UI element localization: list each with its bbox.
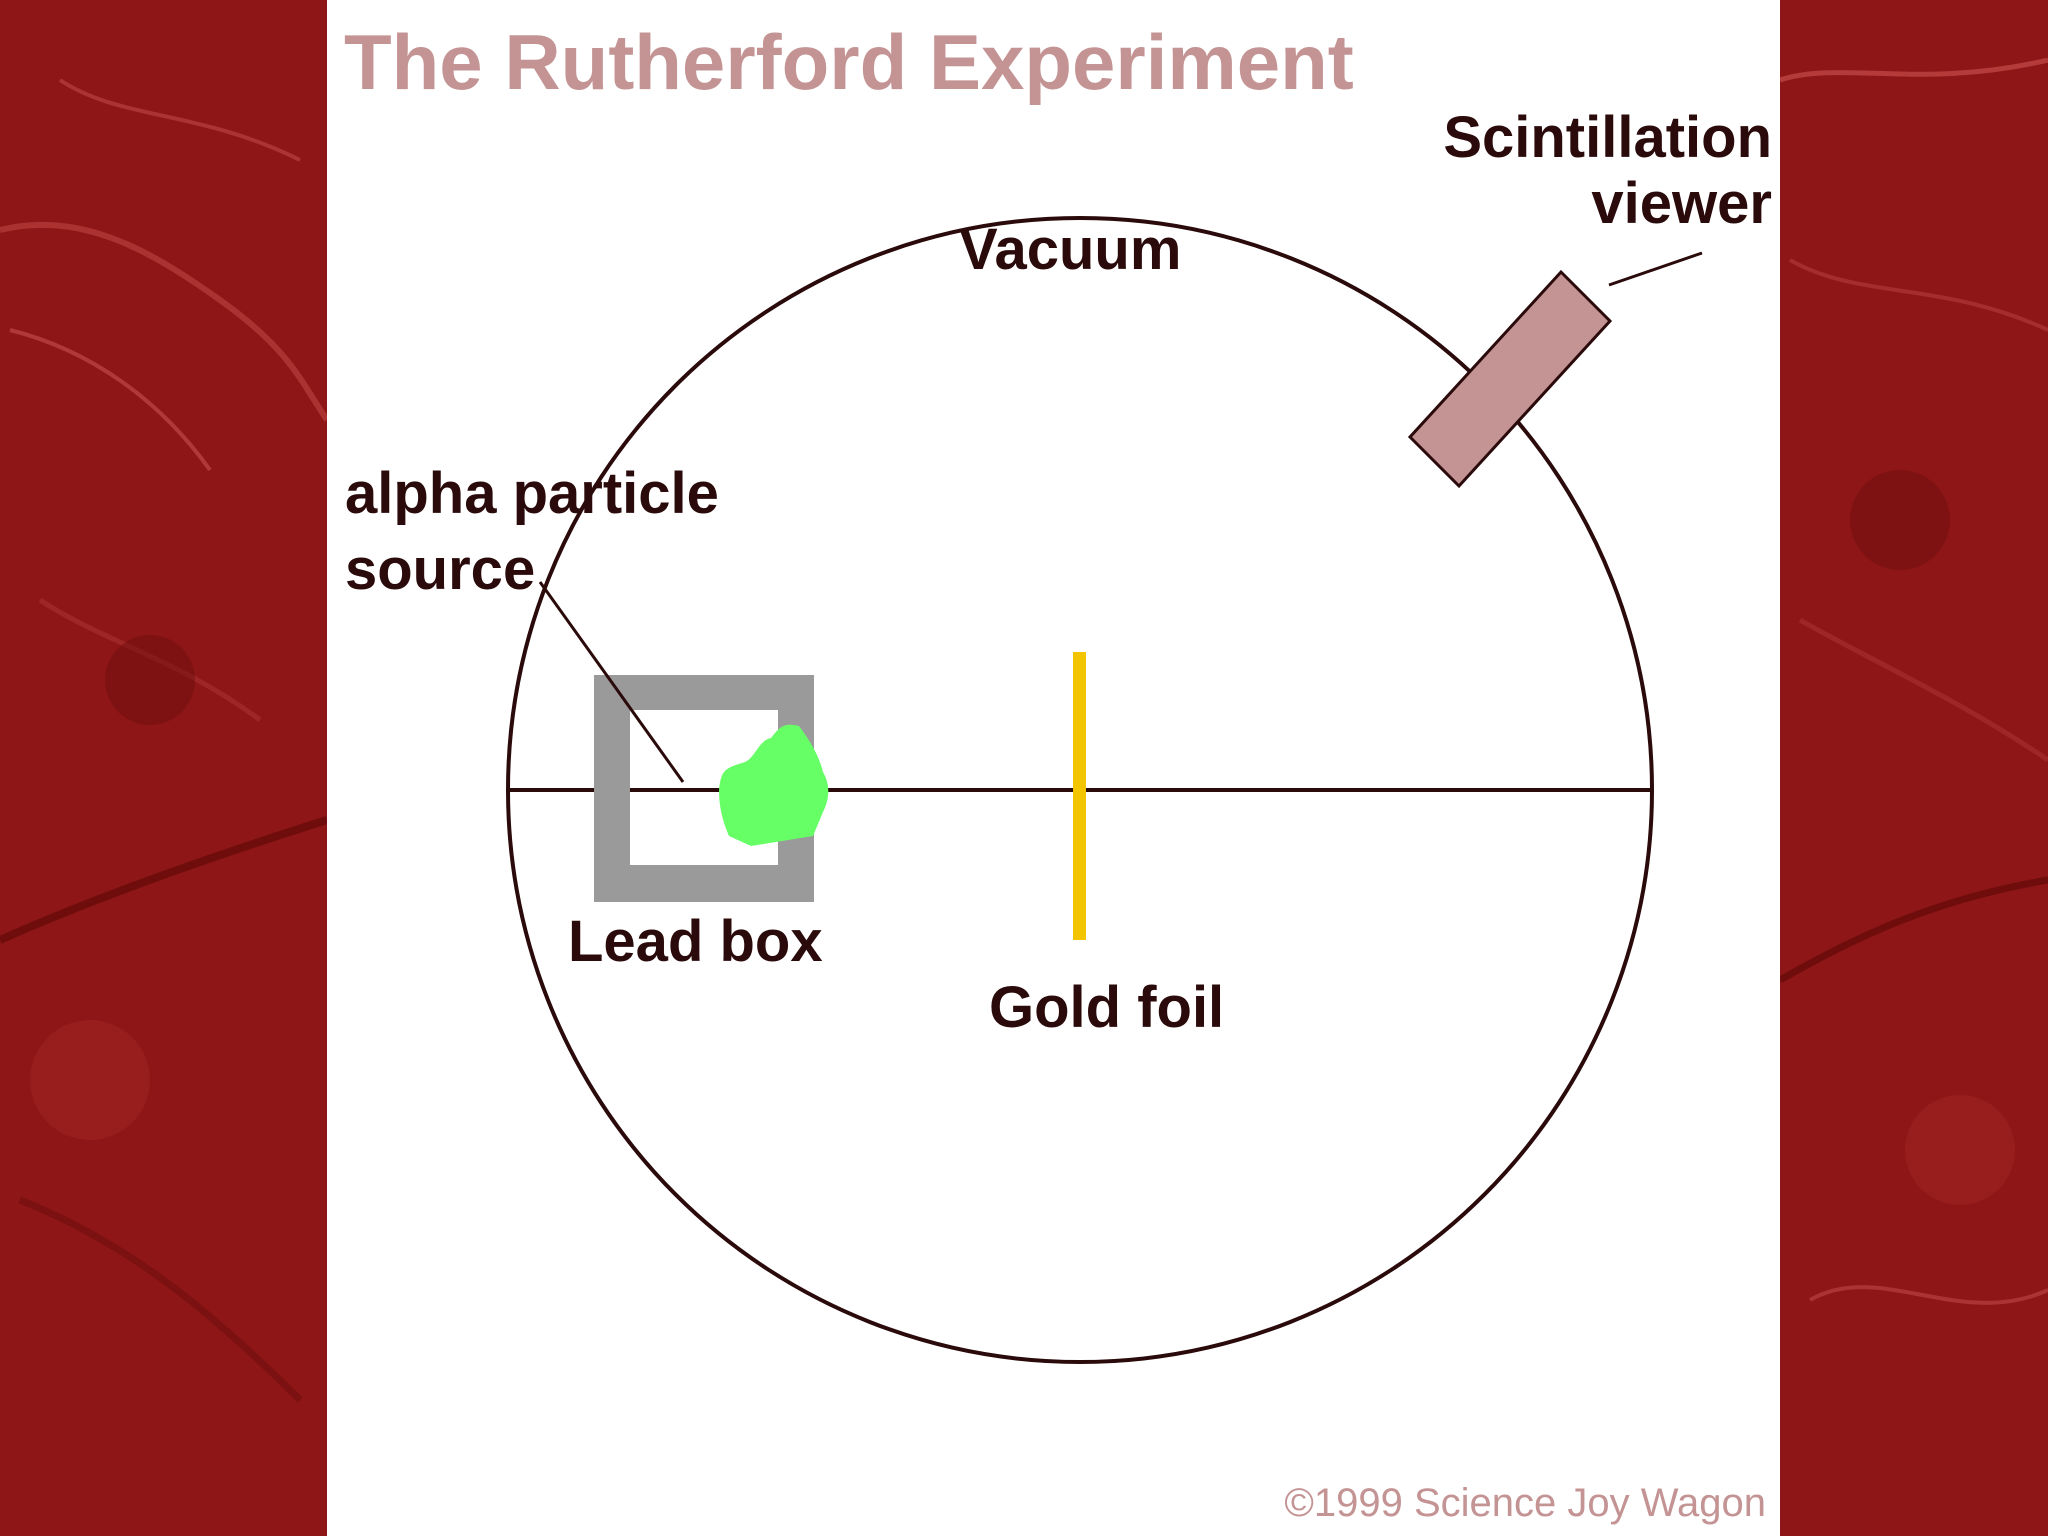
alpha-source-leader-line [538, 581, 685, 783]
page-title: The Rutherford Experiment [344, 18, 1354, 106]
lead-box-label: Lead box [568, 909, 823, 974]
scintillation-viewer-group [1407, 269, 1613, 489]
scintillation-leader-line [1608, 251, 1703, 287]
gold-foil-label: Gold foil [989, 975, 1225, 1040]
alpha-source-blob [719, 724, 829, 846]
red-texture-right [1780, 0, 2048, 1536]
lead-box [594, 675, 814, 902]
gold-foil [1073, 652, 1086, 940]
diagram-panel: The Rutherford Experiment Scintillation … [327, 0, 1780, 1536]
alpha-source-label: alpha particle source [345, 456, 719, 608]
alpha-label-line1: alpha particle [345, 461, 719, 526]
scintillation-label-line1: Scintillation [1443, 105, 1772, 170]
red-texture-left [0, 0, 327, 1536]
scintillation-label-line2: viewer [1591, 171, 1772, 236]
copyright-text: ©1999 Science Joy Wagon [1284, 1481, 1766, 1525]
scintillation-viewer-body [1407, 269, 1613, 489]
experiment-diagram [506, 216, 1703, 1364]
scintillation-viewer-label: Scintillation viewer [1443, 100, 1772, 242]
vacuum-label: Vacuum [959, 217, 1182, 282]
alpha-label-line2: source [345, 537, 536, 602]
